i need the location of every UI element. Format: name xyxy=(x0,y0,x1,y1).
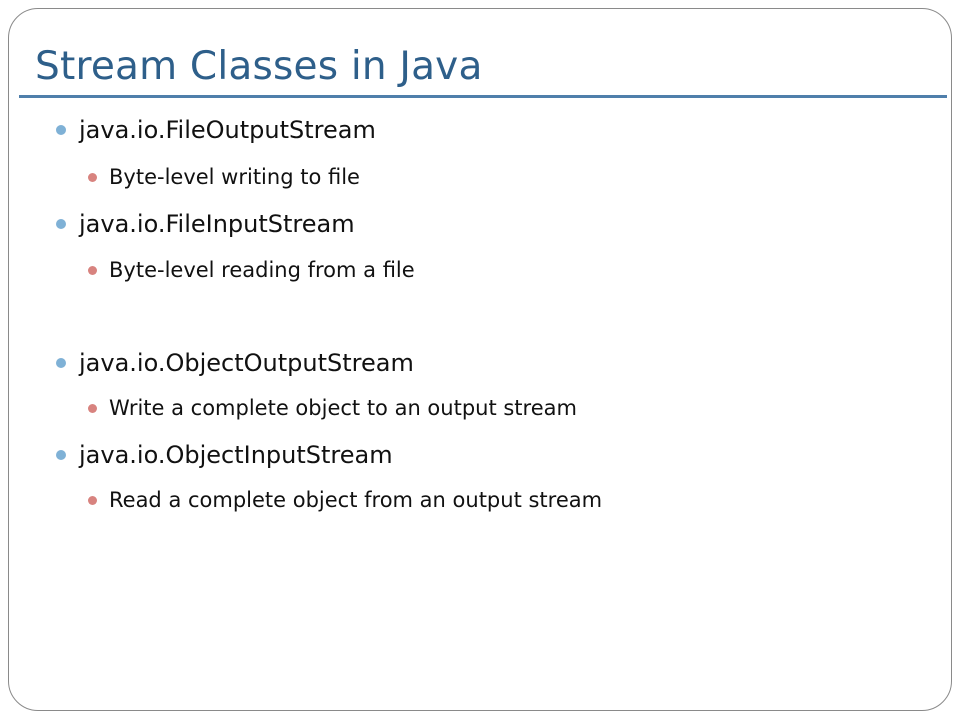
bullet-item-level1: java.io.ObjectInputStream xyxy=(56,441,393,469)
bullet-text: Read a complete object from an output st… xyxy=(109,488,603,512)
bullet-dot-icon xyxy=(88,266,97,275)
bullet-item-level2: Write a complete object to an output str… xyxy=(88,396,577,420)
bullet-item-level2: Byte-level writing to file xyxy=(88,165,360,189)
bullet-item-level1: java.io.ObjectOutputStream xyxy=(56,349,414,377)
bullet-text: java.io.FileOutputStream xyxy=(79,116,376,144)
bullet-dot-icon xyxy=(88,173,97,182)
bullet-dot-icon xyxy=(88,404,97,413)
bullet-dot-icon xyxy=(56,450,66,460)
bullet-text: Byte-level reading from a file xyxy=(109,258,415,282)
bullet-item-level1: java.io.FileInputStream xyxy=(56,210,355,238)
bullet-dot-icon xyxy=(88,496,97,505)
bullet-text: Write a complete object to an output str… xyxy=(109,396,577,420)
slide-frame: Stream Classes in Java java.io.FileOutpu… xyxy=(8,8,952,711)
bullet-text: java.io.ObjectOutputStream xyxy=(79,349,414,377)
bullet-item-level2: Byte-level reading from a file xyxy=(88,258,415,282)
bullet-dot-icon xyxy=(56,358,66,368)
bullet-item-level2: Read a complete object from an output st… xyxy=(88,488,603,512)
bullet-item-level1: java.io.FileOutputStream xyxy=(56,116,376,144)
bullet-text: java.io.ObjectInputStream xyxy=(79,441,393,469)
bullet-text: Byte-level writing to file xyxy=(109,165,360,189)
slide-title: Stream Classes in Java xyxy=(35,44,483,89)
bullet-list: java.io.FileOutputStream Byte-level writ… xyxy=(9,9,951,710)
bullet-text: java.io.FileInputStream xyxy=(79,210,355,238)
bullet-dot-icon xyxy=(56,125,66,135)
bullet-dot-icon xyxy=(56,219,66,229)
title-underline xyxy=(19,95,947,98)
